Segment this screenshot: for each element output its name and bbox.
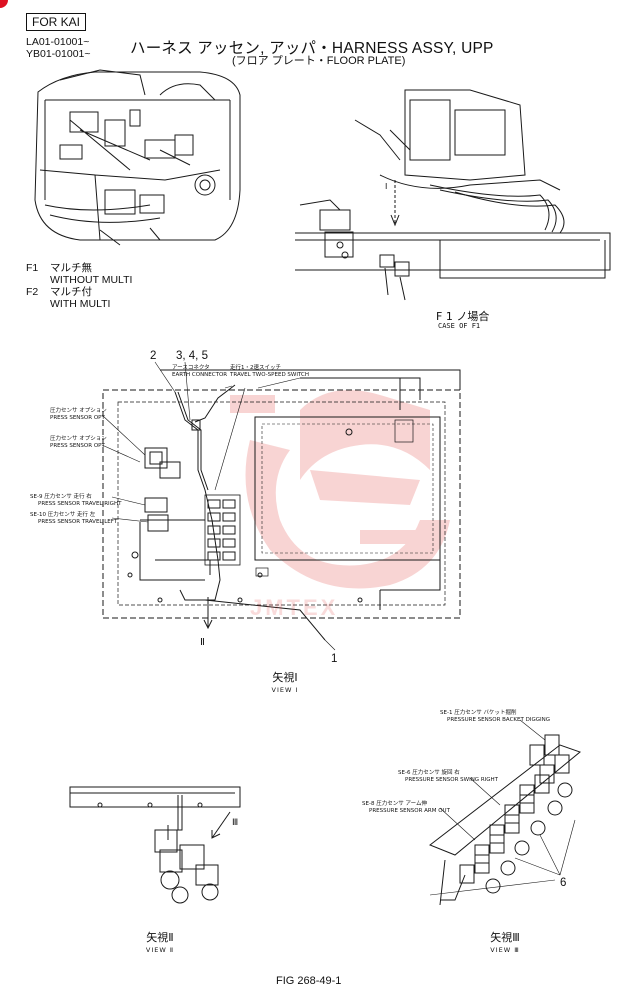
note-f2-code: F2 <box>26 286 39 298</box>
page-subtitle: (フロア プレート・FLOOR PLATE) <box>232 55 406 67</box>
se8-label-en: PRESSURE SENSOR ARM OUT <box>369 808 450 814</box>
callout-2: 2 <box>150 350 157 362</box>
case-f1-en: CASE OF F1 <box>438 322 481 330</box>
press-sensor-opt-1-jp: 圧力センサ オプション <box>50 408 107 414</box>
serial-range-la: LA01-01001~ <box>26 36 90 48</box>
page-title: ハーネス アッセン, アッパ・HARNESS ASSY, UPP <box>130 40 494 57</box>
se10-label-jp: SE-10 圧力センサ 走行 左 <box>30 512 96 518</box>
watermark-logo <box>230 390 450 589</box>
se1-label-en: PRESSURE SENSOR BACKET DIGGING <box>447 717 550 723</box>
for-kai-badge: FOR KAI <box>26 13 87 31</box>
se8-label-jp: SE-8 圧力センサ アーム伸 <box>362 801 427 807</box>
note-f1-jp: マルチ無 <box>50 262 92 274</box>
press-sensor-opt-2-en: PRESS SENSOR OPT <box>50 443 105 449</box>
view-iii-caption-en: VIEW Ⅲ <box>490 946 520 954</box>
view-ii-arrow-mark: Ⅲ <box>232 818 239 828</box>
note-f1-en: WITHOUT MULTI <box>50 274 133 286</box>
note-f2-en: WITH MULTI <box>50 298 111 310</box>
f1-case-drawing <box>295 89 611 301</box>
view-i-caption: 矢視Ⅰ VIEW Ⅰ <box>265 672 305 696</box>
view-ii-caption: 矢視Ⅱ VIEW Ⅱ <box>140 932 180 956</box>
view-ii-drawing <box>69 786 241 904</box>
callout-1: 1 <box>331 653 338 665</box>
travel-switch-jp: 走行1・2速スイッチ <box>230 365 281 371</box>
section-mark-ii: Ⅱ <box>200 637 205 648</box>
travel-switch-en: TRAVEL TWO-SPEED SWITCH <box>230 372 309 378</box>
press-sensor-opt-1-en: PRESS SENSOR OPT <box>50 415 105 421</box>
note-f2-jp: マルチ付 <box>50 286 92 298</box>
view-ii-caption-en: VIEW Ⅱ <box>145 946 175 954</box>
press-sensor-opt-2-jp: 圧力センサ オプション <box>50 436 107 442</box>
callout-3-4-5: 3, 4, 5 <box>176 350 208 362</box>
case-f1-jp: F 1 ノ場合 <box>436 310 490 323</box>
view-iii-caption: 矢視Ⅲ VIEW Ⅲ <box>485 932 525 956</box>
view-i-caption-en: VIEW Ⅰ <box>271 686 299 694</box>
se1-label-jp: SE-1 圧力センサ バケット掘削 <box>440 710 517 716</box>
earth-connector-jp: アースコネクタ <box>172 365 210 371</box>
se9-label-en: PRESS SENSOR TRAVEL RIGHT <box>38 501 122 507</box>
se10-label-en: PRESS SENSOR TRAVEL LEFT <box>38 519 118 525</box>
view-i-arrow-mark: Ⅰ <box>385 182 388 191</box>
callout-6: 6 <box>560 877 567 889</box>
note-f1-code: F1 <box>26 262 39 274</box>
cab-perspective-drawing <box>34 69 241 246</box>
figure-number: FIG 268-49-1 <box>276 975 342 987</box>
view-ii-caption-jp: 矢視Ⅱ <box>146 931 174 944</box>
se6-label-en: PRESSURE SENSOR SWING RIGHT <box>405 777 499 783</box>
corner-mark <box>0 0 8 8</box>
watermark-text: JMTEX <box>250 595 339 620</box>
view-i-caption-jp: 矢視Ⅰ <box>272 671 298 684</box>
floor-plate-view-i <box>101 361 461 651</box>
serial-range-yb: YB01-01001~ <box>26 48 91 60</box>
earth-connector-en: EARTH CONNECTOR <box>172 372 228 378</box>
se6-label-jp: SE-6 圧力センサ 旋回 右 <box>398 770 460 776</box>
se9-label-jp: SE-9 圧力センサ 走行 右 <box>30 494 92 500</box>
view-iii-drawing <box>428 719 582 906</box>
view-iii-caption-jp: 矢視Ⅲ <box>490 931 520 944</box>
